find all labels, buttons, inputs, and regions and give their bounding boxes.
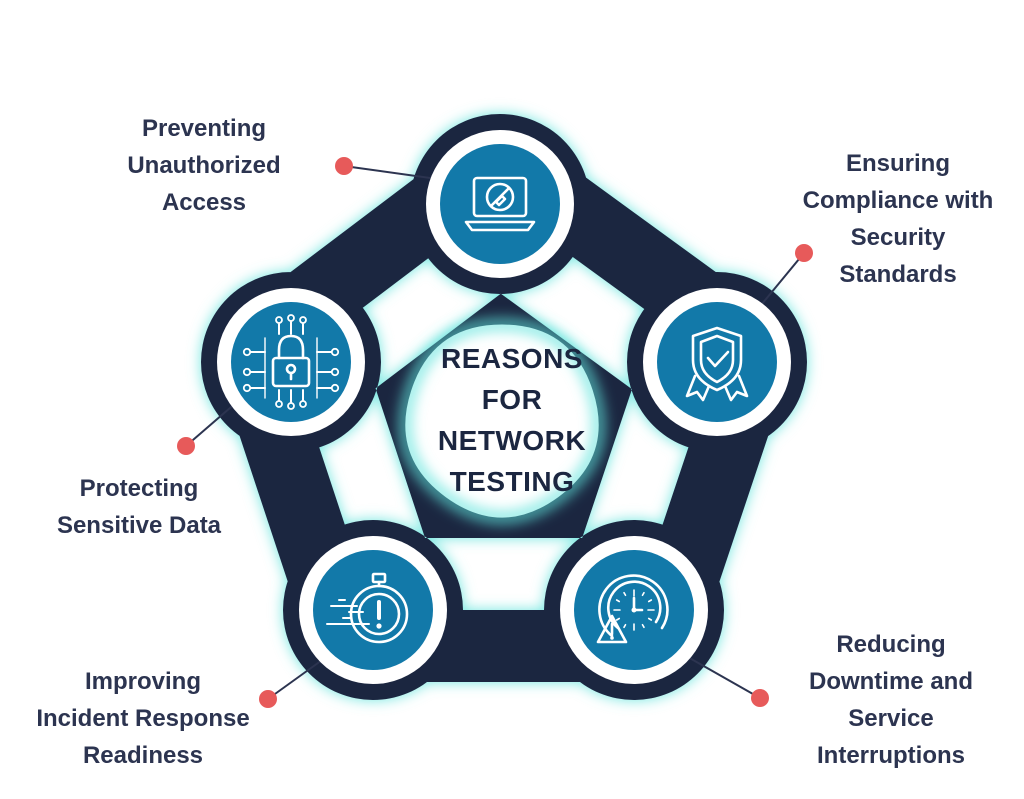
center-title-line: TESTING — [449, 466, 575, 497]
label-line: Security — [850, 224, 946, 251]
label-line: Reducing — [836, 631, 946, 658]
label-line: Sensitive Data — [56, 512, 222, 539]
label-line: Compliance with — [802, 187, 994, 214]
label-line: Unauthorized — [127, 152, 281, 179]
center-title-line: FOR — [481, 384, 543, 415]
center-hole — [405, 324, 599, 518]
label-preventing-unauthorized-access: Preventing Unauthorized Access — [104, 110, 304, 221]
circuit-lock-icon — [242, 314, 340, 410]
nodes — [217, 130, 791, 684]
label-line: Service — [848, 705, 934, 732]
stopwatch-alert-icon — [326, 572, 409, 644]
blocked-laptop-icon — [464, 176, 536, 232]
marker-dot — [259, 690, 277, 708]
label-line: Incident Response — [36, 705, 250, 732]
connector-line — [685, 655, 761, 699]
marker-dot — [177, 437, 195, 455]
label-line: Downtime and — [808, 668, 973, 695]
node-3 — [560, 536, 708, 684]
shield-badge-icon — [685, 326, 749, 402]
label-line: Protecting — [79, 475, 199, 502]
center-title-line: NETWORK — [437, 425, 587, 456]
marker-dot — [335, 157, 353, 175]
label-line: Access — [161, 189, 247, 216]
label-line: Ensuring — [845, 150, 950, 177]
center-glow — [400, 319, 604, 523]
node-disc — [313, 550, 433, 670]
label-line: Standards — [839, 261, 957, 288]
label-line: Preventing — [141, 115, 267, 142]
label-reducing-downtime: Reducing Downtime and Service Interrupti… — [783, 626, 999, 774]
node-2 — [643, 288, 791, 436]
node-disc — [231, 302, 351, 422]
center-title: REASONS FOR NETWORK TESTING — [402, 338, 622, 502]
marker-dot — [795, 244, 813, 262]
label-protecting-sensitive-data: Protecting Sensitive Data — [30, 470, 248, 544]
node-5 — [217, 288, 365, 436]
label-ensuring-compliance: Ensuring Compliance with Security Standa… — [780, 145, 1016, 293]
clock-warning-icon — [596, 574, 669, 644]
label-improving-incident-response: Improving Incident Response Readiness — [12, 663, 274, 774]
center-title-line: REASONS — [441, 343, 583, 374]
label-line: Readiness — [82, 742, 204, 769]
label-line: Interruptions — [817, 742, 965, 769]
marker-dot — [751, 689, 769, 707]
node-4 — [299, 536, 447, 684]
node-1 — [426, 130, 574, 278]
label-line: Improving — [84, 668, 201, 695]
